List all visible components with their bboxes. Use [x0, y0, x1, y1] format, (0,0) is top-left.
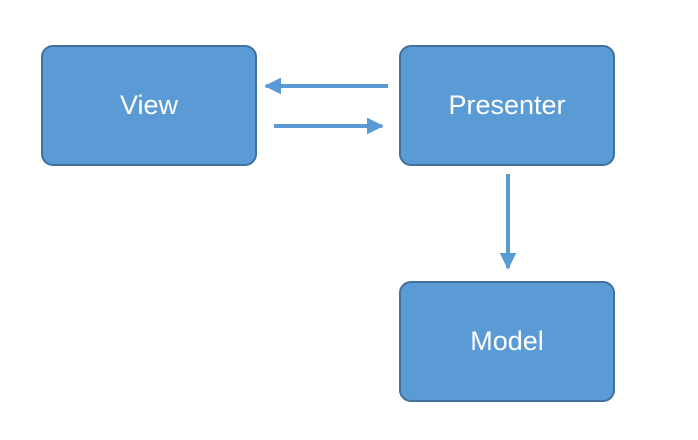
- model-label: Model: [470, 326, 544, 356]
- model-node: Model: [399, 281, 615, 402]
- view-label: View: [119, 90, 179, 120]
- presenter-node: Presenter: [399, 45, 615, 166]
- presenter-label: Presenter: [448, 90, 566, 120]
- view-node: View: [41, 45, 257, 166]
